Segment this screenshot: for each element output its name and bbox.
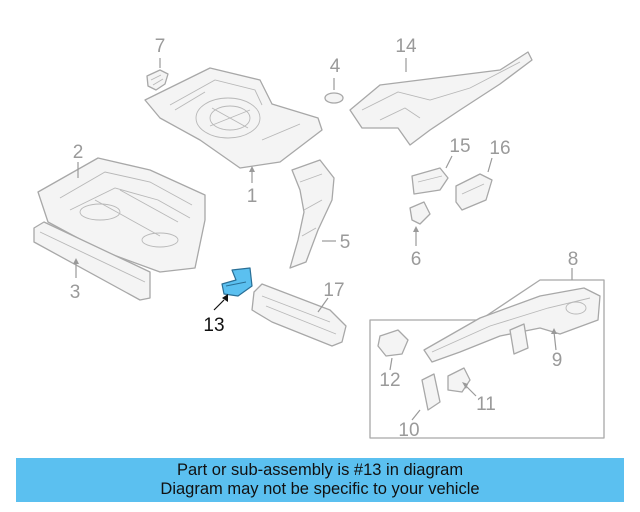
leader-9 xyxy=(553,331,557,351)
callout-2: 2 xyxy=(73,142,84,163)
leader-15 xyxy=(445,155,453,169)
part-17-rail xyxy=(251,283,347,347)
callout-16: 16 xyxy=(489,138,510,159)
part-6-bracket xyxy=(409,201,431,225)
part-12-bracket xyxy=(377,329,409,357)
callout-12: 12 xyxy=(379,370,400,391)
leader-17 xyxy=(317,297,329,313)
part-4-plug xyxy=(324,92,344,104)
leader-13 xyxy=(213,299,225,311)
callout-9: 9 xyxy=(552,350,563,371)
part-11-bracket xyxy=(447,367,471,393)
callout-15: 15 xyxy=(449,136,470,157)
leader-12 xyxy=(389,357,393,371)
part-3-side-rail xyxy=(33,221,151,301)
banner-line-part: Part or sub-assembly is #13 in diagram xyxy=(176,461,464,479)
callout-14: 14 xyxy=(395,36,417,57)
leader-10 xyxy=(411,409,421,421)
arrow-1 xyxy=(249,166,255,172)
callout-7: 7 xyxy=(155,36,166,57)
banner-line-disclaimer: Diagram may not be specific to your vehi… xyxy=(160,480,480,498)
part-14-cross-member xyxy=(349,51,533,146)
part-15-bracket xyxy=(411,167,449,195)
leader-11 xyxy=(465,385,477,397)
part-5-wheelhouse xyxy=(289,159,335,269)
callout-6: 6 xyxy=(411,249,422,270)
part-7-bracket xyxy=(146,69,169,91)
callout-17: 17 xyxy=(323,280,344,301)
part-9-side-member xyxy=(423,287,601,363)
arrow-3 xyxy=(73,258,79,264)
callout-5: 5 xyxy=(340,232,351,253)
part-2-front-floor xyxy=(37,157,206,273)
arrow-11 xyxy=(462,382,468,389)
part-small-bracket xyxy=(509,323,529,355)
callout-8: 8 xyxy=(568,249,579,270)
callout-11: 11 xyxy=(476,394,496,415)
arrow-9 xyxy=(551,328,557,334)
part-1-rear-floor-pan xyxy=(144,67,323,169)
part-16-bracket xyxy=(455,173,493,211)
info-banner: Part or sub-assembly is #13 in diagram D… xyxy=(16,458,624,502)
callout-1: 1 xyxy=(247,186,258,207)
callout-13[interactable]: 13 xyxy=(203,315,224,336)
arrow-6 xyxy=(413,226,419,232)
part-13-bracket-highlighted[interactable] xyxy=(221,267,253,297)
leader-16 xyxy=(487,157,493,173)
part-10-plate xyxy=(421,373,441,411)
callout-3: 3 xyxy=(70,282,81,303)
callout-10: 10 xyxy=(398,420,419,441)
parts-diagram: 7 2 1 3 4 14 15 16 5 6 8 17 13 9 12 11 1… xyxy=(33,36,605,441)
arrow-13 xyxy=(222,294,228,302)
callout-4: 4 xyxy=(330,56,341,77)
